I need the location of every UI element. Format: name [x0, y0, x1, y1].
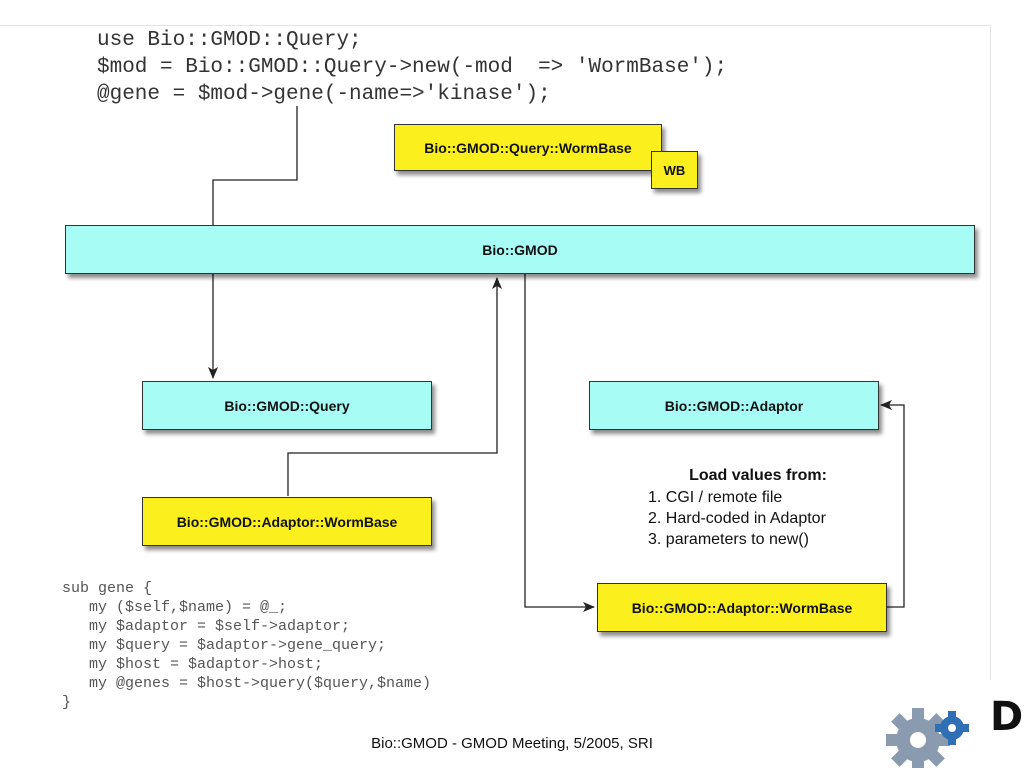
arrow-adaptor-wormbase-to-gmod: [287, 277, 502, 496]
code-line: sub gene {: [62, 580, 153, 597]
note-title: Load values from:: [689, 467, 827, 484]
adaptor-wormbase-box-left: Bio::GMOD::Adaptor::WormBase: [142, 497, 432, 546]
adaptor-box: Bio::GMOD::Adaptor: [589, 381, 879, 430]
code-line: }: [62, 694, 72, 711]
top-code-block: use Bio::GMOD::Query; $mod = Bio::GMOD::…: [97, 27, 727, 108]
box-label: Bio::GMOD::Query::WormBase: [424, 139, 632, 156]
arrow-gene-to-query: [208, 106, 298, 379]
arrow-adaptor-wormbase-to-adaptor: [880, 400, 905, 608]
gmod-box: Bio::GMOD: [65, 225, 975, 274]
code-line: my @genes = $host->query($query,$name): [62, 675, 432, 692]
code-line: @gene = $mod->gene(-name=>'kinase');: [97, 83, 551, 106]
arrow-gmod-to-adaptor-wormbase: [524, 274, 595, 612]
code-line: $mod = Bio::GMOD::Query->new(-mod => 'Wo…: [97, 56, 728, 79]
load-values-note: Load values from: 1. CGI / remote file 2…: [648, 467, 868, 550]
note-item: 2. Hard-coded in Adaptor: [648, 510, 826, 527]
logo-letter: D: [990, 694, 1024, 740]
wb-badge: WB: [651, 151, 698, 189]
gear-icon: [886, 708, 969, 768]
adaptor-wormbase-box-right: Bio::GMOD::Adaptor::WormBase: [597, 583, 887, 632]
code-line: my $adaptor = $self->adaptor;: [62, 618, 351, 635]
gmod-logo: [880, 690, 1024, 768]
bottom-code-block: sub gene { my ($self,$name) = @_; my $ad…: [62, 579, 431, 712]
box-label: Bio::GMOD::Adaptor::WormBase: [176, 513, 398, 530]
badge-label: WB: [663, 162, 686, 178]
box-label: Bio::GMOD::Adaptor: [664, 397, 804, 414]
query-box: Bio::GMOD::Query: [142, 381, 432, 430]
right-rule: [990, 25, 991, 680]
code-line: my $host = $adaptor->host;: [62, 656, 324, 673]
top-rule: [0, 25, 990, 26]
code-line: use Bio::GMOD::Query;: [97, 29, 362, 52]
footer-text: Bio::GMOD - GMOD Meeting, 5/2005, SRI: [371, 735, 653, 752]
box-label: Bio::GMOD::Query: [224, 397, 350, 414]
code-line: my $query = $adaptor->gene_query;: [62, 637, 387, 654]
note-item: 3. parameters to new(): [648, 531, 809, 548]
box-label: Bio::GMOD::Adaptor::WormBase: [631, 599, 853, 616]
query-wormbase-box: Bio::GMOD::Query::WormBase: [394, 124, 662, 171]
box-label: Bio::GMOD: [482, 241, 558, 258]
note-item: 1. CGI / remote file: [648, 489, 783, 506]
code-line: my ($self,$name) = @_;: [62, 599, 288, 616]
